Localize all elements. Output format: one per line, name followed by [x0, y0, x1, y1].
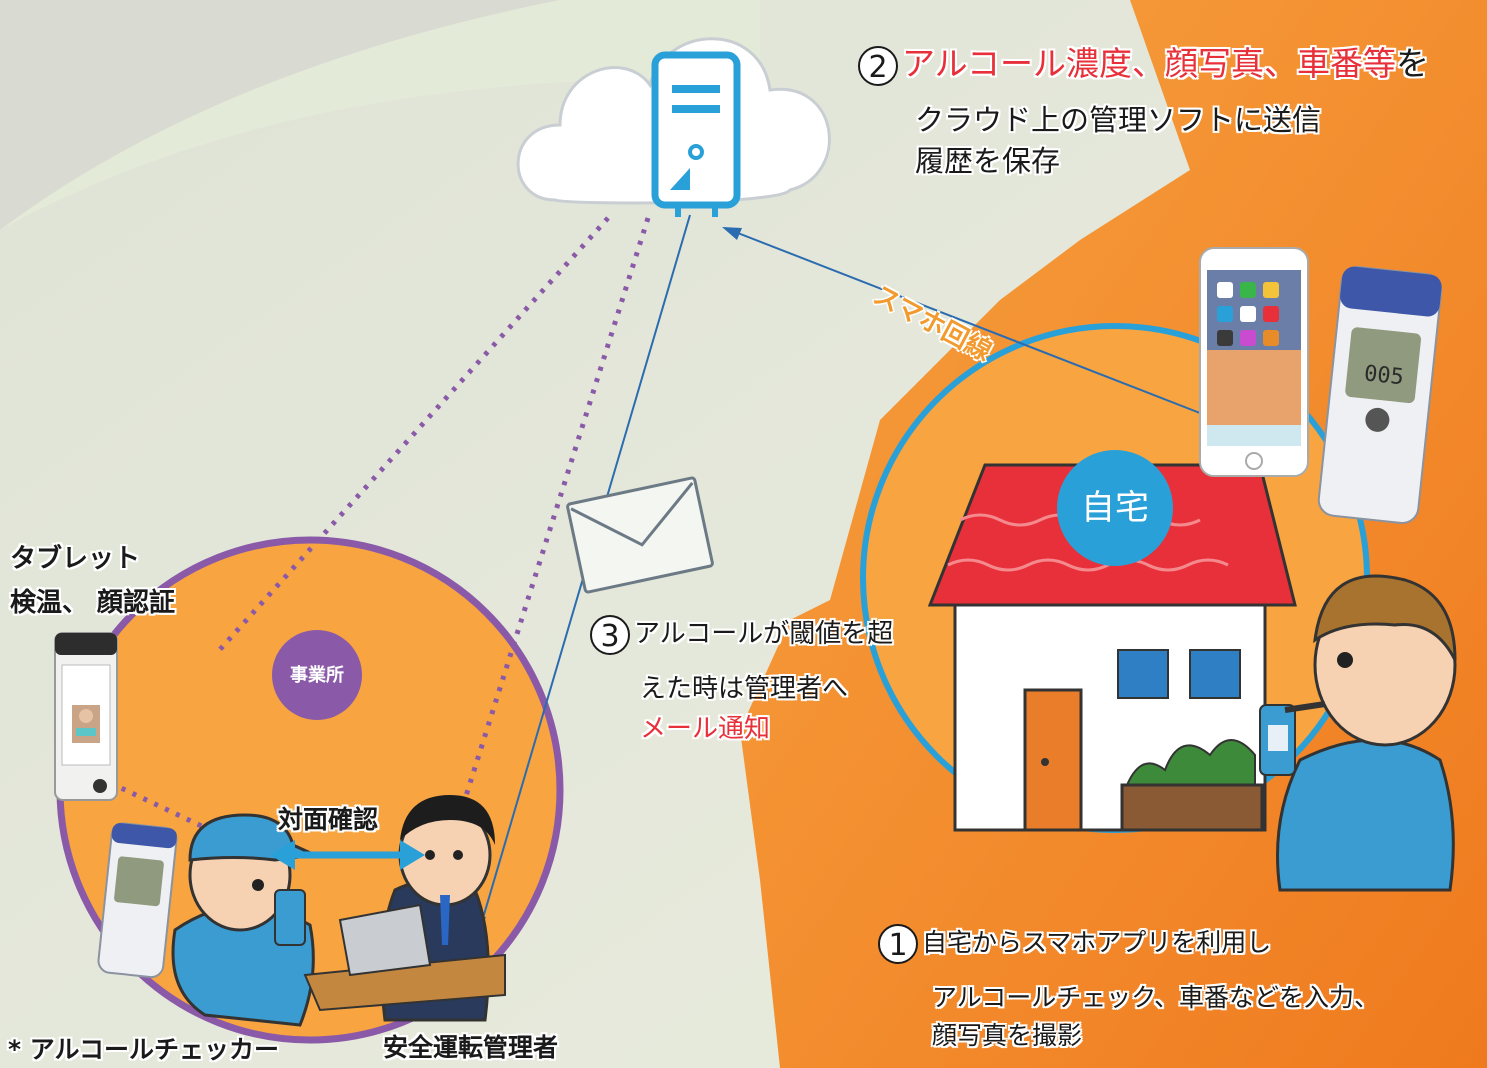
step3-line2: えた時は管理者へ: [640, 674, 849, 704]
step2-line3: 履歴を保存: [915, 144, 1061, 178]
alcohol-checker-label: * アルコールチェッカー: [8, 1035, 280, 1064]
step2-red-part1: アルコール濃度、顔写真、: [902, 44, 1298, 83]
step3-number: 3: [590, 614, 630, 655]
face-to-face-arrow: [270, 840, 425, 870]
step1-line2: アルコールチェック、車番などを入力、: [932, 983, 1380, 1012]
step2-number: 2: [858, 45, 898, 86]
step1-number: 1: [878, 924, 918, 964]
step1-text-line1: 自宅からスマホアプリを利用し: [922, 928, 1272, 957]
alcohol-checker-home: 005: [1317, 266, 1443, 524]
step2-tail: を: [1396, 44, 1430, 83]
face-to-face-label: 対面確認: [278, 805, 379, 834]
upload-line: [724, 227, 1206, 416]
background-band-light: [0, 0, 760, 230]
step2-line2: クラウド上の管理ソフトに送信: [915, 103, 1322, 137]
checker-display-value: 005: [1363, 361, 1405, 390]
step1-line3: 顔写真を撮影: [932, 1021, 1083, 1050]
smartphone-illustration: [1199, 247, 1309, 477]
step2-red-part2: 車番等: [1297, 44, 1397, 83]
home-badge-label: 自宅: [1081, 489, 1149, 527]
tablet-device: [54, 632, 118, 801]
dotted-line-manager: [457, 217, 651, 816]
background-band-dark: [0, 0, 560, 230]
office-badge: 事業所: [272, 630, 362, 720]
dotted-line-tablet-driver: [98, 775, 212, 833]
alcohol-checker-office: [97, 822, 178, 979]
home-badge: 自宅: [1057, 450, 1173, 566]
step3-line3: メール通知: [640, 714, 771, 744]
tablet-label-line2: 検温、 顔認証: [10, 588, 176, 618]
tablet-label-line1: タブレット: [10, 544, 141, 574]
person-driver: [171, 813, 321, 1027]
upload-arrowhead: [722, 227, 742, 240]
safety-manager-label: 安全運転管理者: [383, 1033, 559, 1062]
mail-icon: [566, 476, 714, 594]
office-badge-label: 事業所: [290, 665, 344, 685]
dotted-line-tablet: [213, 216, 610, 657]
step3-text-line1: アルコールが閾値を超: [634, 619, 894, 649]
person-home: [1259, 574, 1457, 892]
desk-illustration: [303, 903, 506, 1012]
server-icon: [651, 51, 741, 217]
